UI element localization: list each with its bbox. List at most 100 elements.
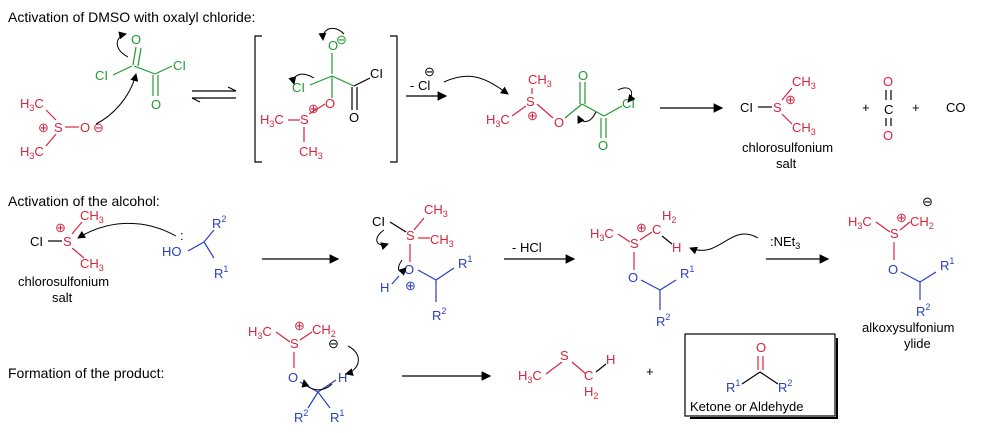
svg-text:H: H bbox=[380, 280, 389, 295]
svg-text:O: O bbox=[888, 262, 898, 277]
sulfonium-ester-intermediate: CH3 S ⊕ H3C O O O CI bbox=[486, 68, 636, 153]
ylide-transition: H3C S ⊕ CH2 ⊖ O H R2 R1 bbox=[248, 318, 359, 425]
section-heading-dmso: Activation of DMSO with oxalyl chloride: bbox=[8, 9, 255, 25]
svg-text:S: S bbox=[300, 112, 309, 127]
minus-cl-label: - Cl bbox=[410, 78, 430, 93]
svg-text:H3C: H3C bbox=[20, 96, 44, 113]
svg-text:O: O bbox=[328, 38, 338, 53]
ketone-aldehyde-box: O R1 R2 Ketone or Aldehyde bbox=[684, 333, 838, 419]
triethylamine-label: :NEt3 bbox=[770, 234, 800, 251]
alcohol-molecule: HO : R2 R1 bbox=[162, 214, 228, 281]
svg-text:chlorosulfonium: chlorosulfonium bbox=[18, 274, 109, 289]
svg-text:⊖: ⊖ bbox=[336, 32, 347, 47]
minus-charge-icon: ⊖ bbox=[93, 120, 104, 135]
svg-text:C: C bbox=[884, 102, 893, 117]
svg-text:S: S bbox=[290, 336, 299, 351]
svg-text:H2: H2 bbox=[584, 384, 598, 401]
svg-text:CI: CI bbox=[95, 68, 108, 83]
svg-text:+: + bbox=[862, 100, 870, 115]
svg-text:O: O bbox=[131, 32, 141, 47]
svg-text:⊖: ⊖ bbox=[922, 194, 933, 209]
svg-text:O: O bbox=[80, 120, 90, 135]
svg-text:S: S bbox=[526, 94, 535, 109]
alkoxysulfonium-ion: H3C S ⊕ C H2 H O R1 R2 bbox=[590, 208, 694, 329]
svg-text:⊕: ⊕ bbox=[896, 210, 907, 225]
svg-text:H: H bbox=[606, 352, 615, 367]
svg-text:⊖: ⊖ bbox=[328, 336, 339, 351]
svg-text:C: C bbox=[584, 368, 593, 383]
svg-text:CH3: CH3 bbox=[528, 72, 552, 89]
svg-text:R2: R2 bbox=[432, 306, 446, 323]
minus-hcl-label: - HCl bbox=[512, 240, 542, 255]
svg-text:O: O bbox=[349, 110, 359, 125]
chloride-minus-icon: ⊖ bbox=[424, 64, 435, 79]
svg-text:H3C: H3C bbox=[260, 112, 284, 129]
svg-text:CH3: CH3 bbox=[299, 144, 323, 161]
svg-text:ylide: ylide bbox=[904, 336, 931, 351]
svg-text:O: O bbox=[404, 262, 414, 277]
svg-text:CI: CI bbox=[622, 96, 635, 111]
svg-text:CI: CI bbox=[30, 234, 43, 249]
svg-text:O: O bbox=[883, 74, 893, 89]
svg-text:alkoxysulfonium: alkoxysulfonium bbox=[862, 320, 955, 335]
svg-text:H: H bbox=[338, 370, 347, 385]
svg-text:CI: CI bbox=[372, 214, 385, 229]
svg-text:CH3: CH3 bbox=[80, 208, 104, 225]
plus-charge-icon: ⊕ bbox=[38, 120, 49, 135]
svg-text:CH3: CH3 bbox=[80, 256, 104, 273]
svg-text:R2: R2 bbox=[212, 214, 226, 231]
svg-text:O: O bbox=[151, 97, 161, 112]
svg-text:H3C: H3C bbox=[590, 226, 614, 243]
svg-text:+: + bbox=[646, 364, 654, 379]
svg-text:R1: R1 bbox=[458, 254, 472, 271]
svg-text:R2: R2 bbox=[294, 408, 308, 425]
tetrahedral-intermediate: O ⊖ CI O CI O H3C S ⊕ CH3 bbox=[254, 27, 398, 163]
svg-text:H3C: H3C bbox=[20, 144, 44, 161]
oxonium-intermediate: CI S CH3 CH3 O ⊕ H R1 R2 bbox=[372, 202, 472, 323]
carbon-monoxide: CO bbox=[946, 100, 966, 115]
svg-text:S: S bbox=[406, 228, 415, 243]
dimethyl-sulfide: H3C S C H H2 bbox=[518, 348, 615, 401]
svg-text:O: O bbox=[883, 128, 893, 143]
carbon-dioxide: O C O bbox=[883, 74, 893, 143]
svg-text:CH3: CH3 bbox=[424, 202, 448, 219]
svg-text:H: H bbox=[672, 240, 681, 255]
svg-text:H3C: H3C bbox=[486, 112, 510, 129]
section-heading-alcohol: Activation of the alcohol: bbox=[8, 193, 160, 209]
svg-text:H3C: H3C bbox=[248, 324, 272, 341]
svg-text:S: S bbox=[63, 234, 72, 249]
svg-text:R2: R2 bbox=[778, 378, 792, 395]
section-heading-product: Formation of the product: bbox=[8, 365, 164, 381]
svg-text:O: O bbox=[598, 138, 608, 153]
svg-text:salt: salt bbox=[776, 156, 797, 171]
svg-text:salt: salt bbox=[52, 290, 73, 305]
svg-text:O: O bbox=[554, 115, 564, 130]
svg-text:S: S bbox=[560, 348, 569, 363]
svg-text:R1: R1 bbox=[214, 264, 228, 281]
chlorosulfonium-reactant: CI S ⊕ CH3 CH3 chlorosulfonium salt bbox=[18, 208, 109, 305]
svg-text:O: O bbox=[756, 340, 766, 355]
svg-text:CH3: CH3 bbox=[430, 232, 454, 249]
svg-text:S: S bbox=[890, 226, 899, 241]
svg-text:R1: R1 bbox=[940, 256, 954, 273]
svg-text:⊕: ⊕ bbox=[308, 101, 319, 116]
svg-text:CH2: CH2 bbox=[312, 322, 336, 339]
svg-text:O: O bbox=[578, 68, 588, 83]
svg-text:O: O bbox=[288, 370, 298, 385]
svg-text:CI: CI bbox=[173, 58, 186, 73]
svg-text:R2: R2 bbox=[656, 312, 670, 329]
dmso-molecule: H3C H3C ⊕ S O ⊖ bbox=[20, 96, 104, 161]
svg-text:H3C: H3C bbox=[848, 214, 872, 231]
svg-text:H2: H2 bbox=[662, 208, 676, 225]
svg-text:S: S bbox=[773, 100, 782, 115]
svg-text:R1: R1 bbox=[726, 378, 740, 395]
alkoxysulfonium-ylide: H3C S ⊕ CH2 ⊖ O R1 R2 alkoxysulfonium yl… bbox=[848, 194, 955, 351]
svg-text:CH2: CH2 bbox=[910, 214, 934, 231]
svg-text:CI: CI bbox=[740, 100, 753, 115]
svg-text:⊕: ⊕ bbox=[405, 278, 416, 293]
svg-text:HO: HO bbox=[162, 244, 182, 259]
svg-text:O: O bbox=[325, 96, 335, 111]
chlorosulfonium-salt-product: CI S ⊕ CH3 CH3 chlorosulfonium salt bbox=[740, 74, 833, 171]
svg-text:H3C: H3C bbox=[518, 368, 542, 385]
